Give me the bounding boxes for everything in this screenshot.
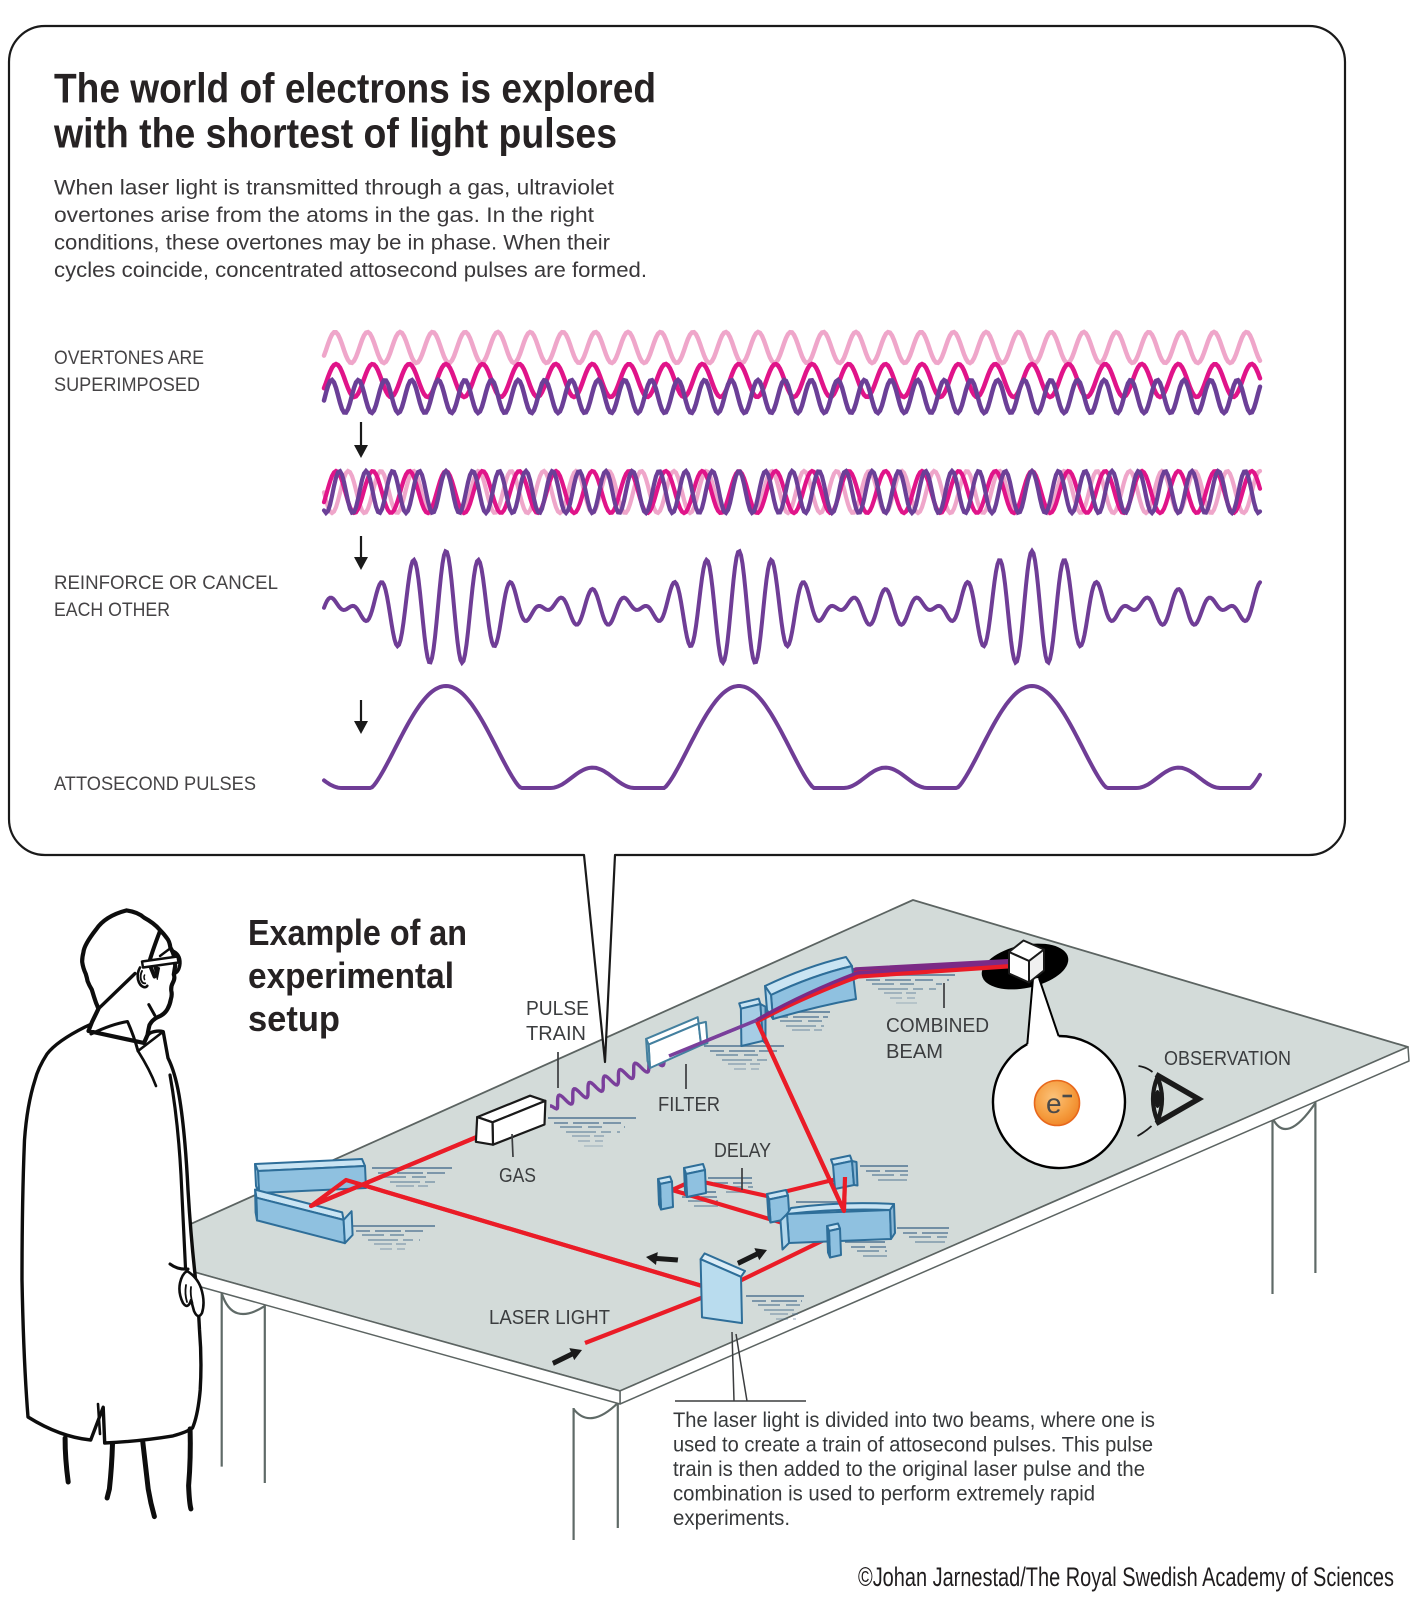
svg-text:cycles coincide, concentrated: cycles coincide, concentrated attosecond… xyxy=(54,258,647,282)
svg-text:The world of electrons is expl: The world of electrons is explored xyxy=(54,65,656,112)
svg-text:The laser light is divided int: The laser light is divided into two beam… xyxy=(673,1409,1155,1432)
svg-text:PULSE: PULSE xyxy=(526,997,589,1020)
svg-text:GAS: GAS xyxy=(499,1164,536,1187)
svg-text:OVERTONES ARE: OVERTONES ARE xyxy=(54,347,204,369)
svg-text:e: e xyxy=(1046,1088,1062,1119)
svg-text:ATTOSECOND PULSES: ATTOSECOND PULSES xyxy=(54,773,256,795)
svg-text:BEAM: BEAM xyxy=(886,1040,943,1063)
svg-text:When laser light is transmitte: When laser light is transmitted through … xyxy=(54,175,614,199)
svg-text:OBSERVATION: OBSERVATION xyxy=(1164,1047,1291,1070)
svg-text:©Johan Jarnestad/The Royal Swe: ©Johan Jarnestad/The Royal Swedish Acade… xyxy=(858,1562,1394,1592)
svg-text:Example of an: Example of an xyxy=(248,912,467,953)
svg-text:experiments.: experiments. xyxy=(673,1507,790,1530)
svg-text:overtones arise from the atoms: overtones arise from the atoms in the ga… xyxy=(54,203,594,227)
svg-text:LASER LIGHT: LASER LIGHT xyxy=(489,1306,610,1329)
svg-text:EACH OTHER: EACH OTHER xyxy=(54,599,170,621)
svg-text:conditions, these overtones ma: conditions, these overtones may be in ph… xyxy=(54,230,610,254)
svg-text:DELAY: DELAY xyxy=(714,1139,771,1162)
svg-text:setup: setup xyxy=(248,998,340,1039)
svg-text:with the shortest of light pul: with the shortest of light pulses xyxy=(53,110,617,157)
svg-text:SUPERIMPOSED: SUPERIMPOSED xyxy=(54,374,200,396)
svg-text:COMBINED: COMBINED xyxy=(886,1014,989,1037)
svg-text:train is then added to the ori: train is then added to the original lase… xyxy=(673,1458,1145,1481)
svg-text:REINFORCE OR CANCEL: REINFORCE OR CANCEL xyxy=(54,572,278,594)
svg-text:experimental: experimental xyxy=(248,955,454,996)
svg-text:used to create a train of atto: used to create a train of attosecond pul… xyxy=(673,1434,1153,1457)
svg-text:TRAIN: TRAIN xyxy=(526,1022,586,1045)
svg-text:combination is used to perform: combination is used to perform extremely… xyxy=(673,1483,1095,1506)
svg-text:FILTER: FILTER xyxy=(658,1093,720,1116)
